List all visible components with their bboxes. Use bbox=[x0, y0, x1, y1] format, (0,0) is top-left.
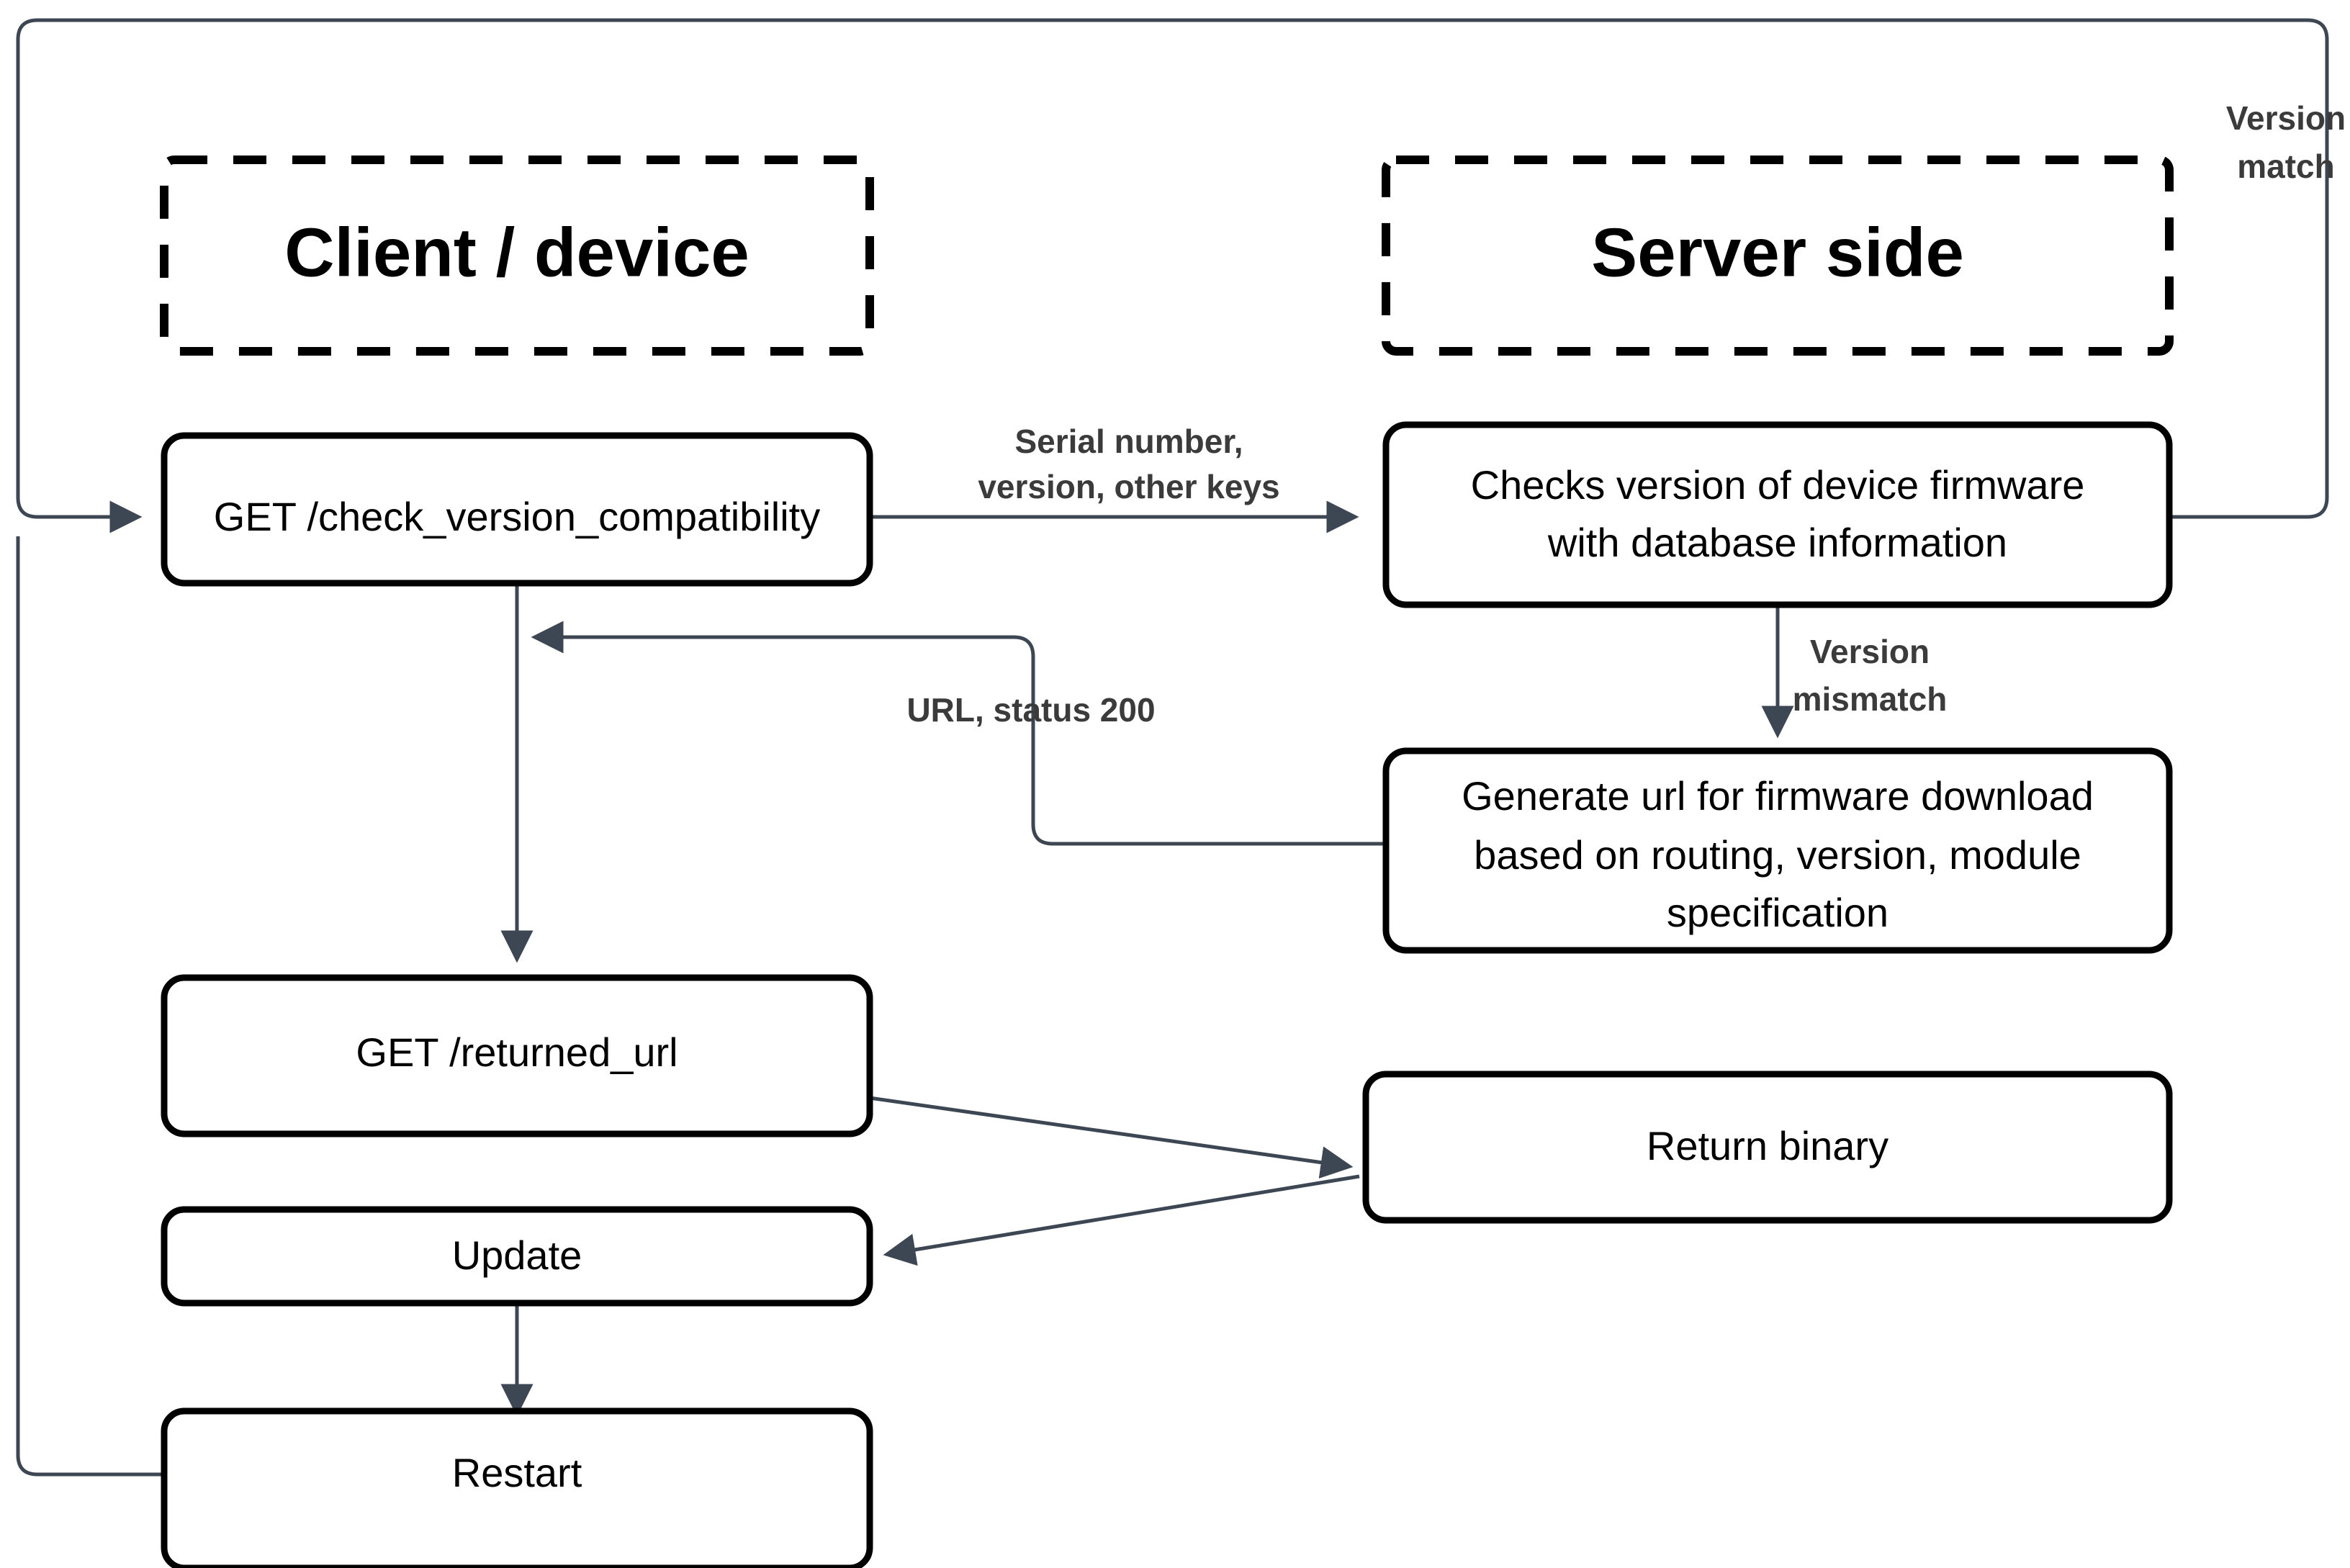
edge-serial-number: Serial number, version, other keys bbox=[870, 423, 1359, 533]
edge-version-match bbox=[16, 18, 2329, 533]
edge-label-match-line2: match bbox=[2237, 148, 2334, 185]
edge-label-match-line1: Version bbox=[2226, 99, 2346, 137]
node-returned-url[interactable]: GET /returned_url bbox=[161, 974, 873, 1137]
node-label-check-version: GET /check_version_compatibility bbox=[214, 494, 820, 539]
node-check-version[interactable]: GET /check_version_compatibility bbox=[161, 432, 873, 587]
node-generate-url[interactable]: Generate url for firmware download based… bbox=[1382, 747, 2173, 954]
node-checks-database[interactable]: Checks version of device firmware with d… bbox=[1382, 421, 2173, 608]
group-server-side: Server side bbox=[1382, 156, 2174, 356]
node-label-checks-db-line1: Checks version of device firmware bbox=[1471, 462, 2085, 508]
edge-label-serial-line1: Serial number, bbox=[1014, 423, 1243, 460]
group-label-client: Client / device bbox=[284, 214, 749, 291]
group-client-device: Client / device bbox=[160, 156, 874, 356]
node-label-restart: Restart bbox=[452, 1450, 582, 1495]
edge-url-status-200: URL, status 200 bbox=[531, 621, 1386, 846]
edge-label-url-status: URL, status 200 bbox=[906, 691, 1155, 729]
node-label-returned-url: GET /returned_url bbox=[356, 1029, 677, 1075]
edge-returned-url-to-return-binary bbox=[869, 1096, 1354, 1179]
node-restart[interactable]: Restart bbox=[161, 1407, 873, 1568]
edge-return-binary-to-update bbox=[883, 1174, 1360, 1266]
edge-label-mismatch-line2: mismatch bbox=[1793, 680, 1948, 718]
node-label-generate-url-line1: Generate url for firmware download bbox=[1462, 773, 2094, 819]
node-label-return-binary: Return binary bbox=[1647, 1123, 1888, 1168]
node-label-checks-db-line2: with database information bbox=[1547, 520, 2007, 565]
edge-label-serial-line2: version, other keys bbox=[978, 468, 1279, 505]
group-label-server: Server side bbox=[1591, 214, 1964, 291]
edge-label-mismatch-line1: Version bbox=[1810, 633, 1930, 670]
node-return-binary[interactable]: Return binary bbox=[1362, 1071, 2173, 1224]
node-label-generate-url-line2: based on routing, version, module bbox=[1474, 832, 2081, 878]
node-label-update: Update bbox=[452, 1233, 582, 1278]
edge-version-mismatch: Version mismatch bbox=[1761, 605, 1948, 739]
node-label-generate-url-line3: specification bbox=[1667, 890, 1888, 935]
node-update[interactable]: Update bbox=[161, 1206, 873, 1307]
version-match-label: Version match bbox=[2226, 99, 2346, 185]
edge-restart-to-check-version bbox=[16, 536, 164, 1477]
